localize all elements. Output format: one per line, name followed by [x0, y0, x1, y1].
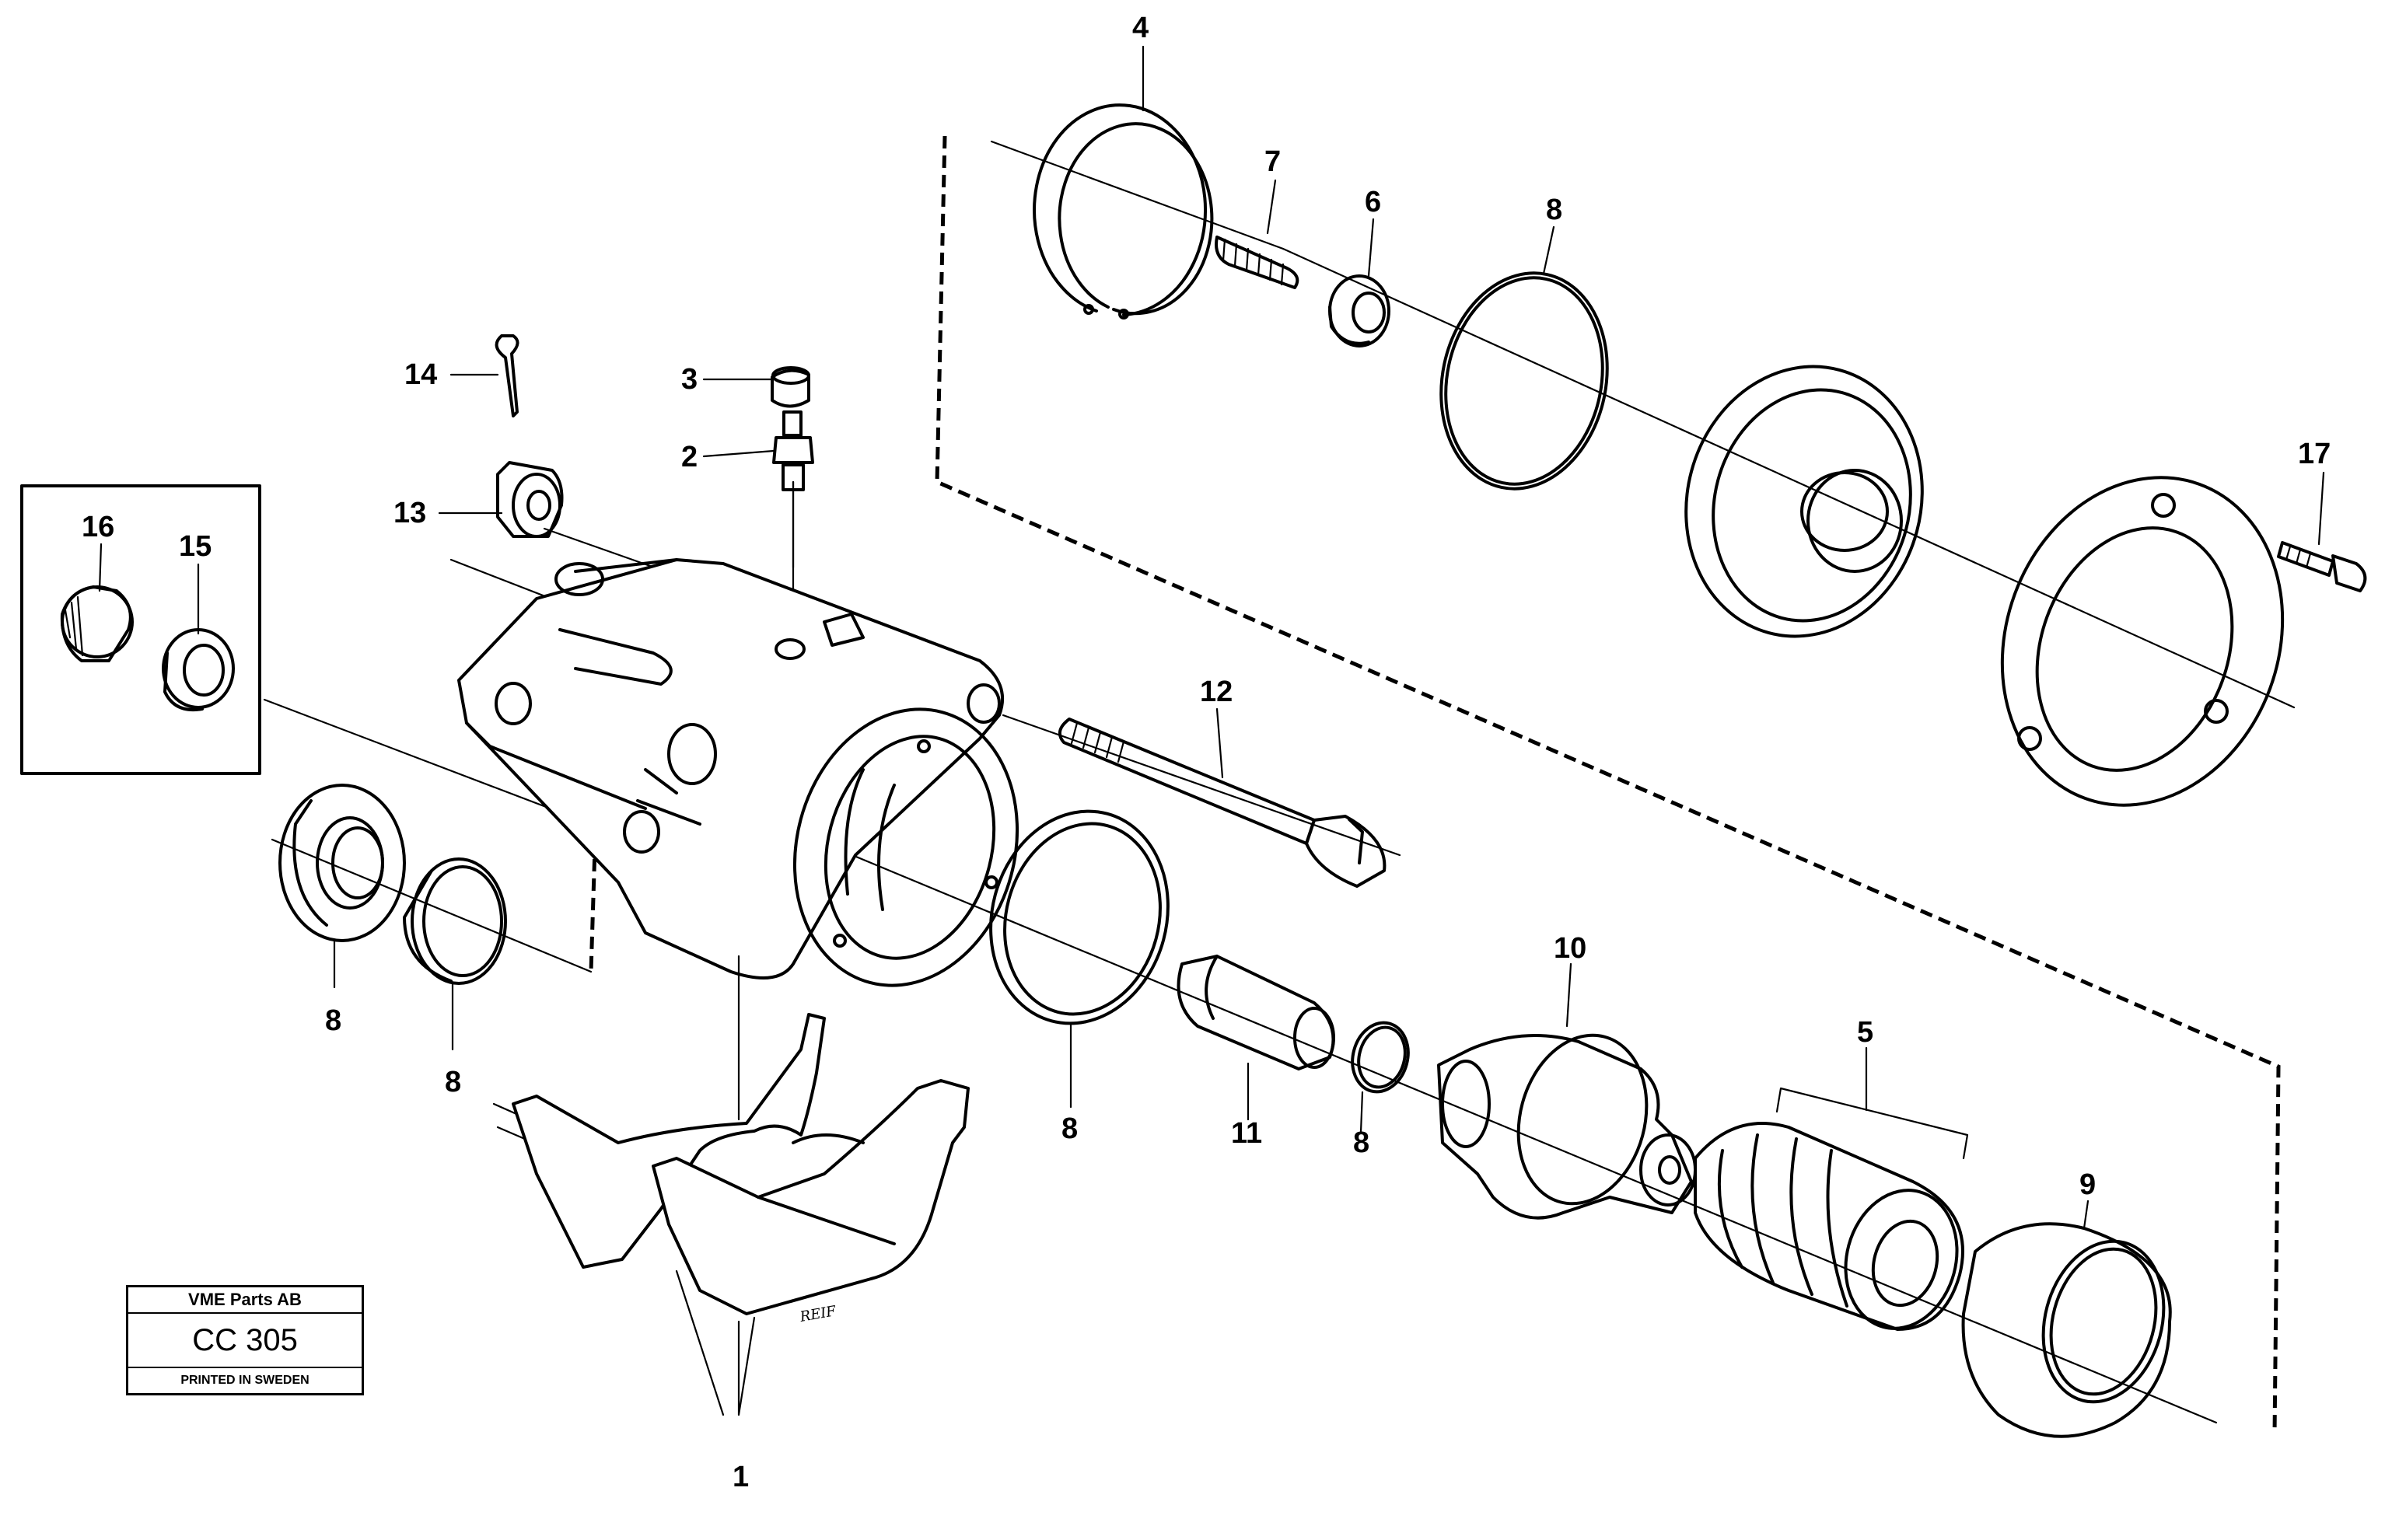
callout-16: 16 [82, 511, 114, 543]
part-9-ring [1961, 1222, 2172, 1438]
callout-17: 17 [2298, 438, 2331, 470]
part-6-nut [1328, 274, 1390, 347]
callout-8-top: 8 [1546, 194, 1562, 226]
callout-2: 2 [681, 441, 698, 473]
leader-lines [98, 45, 2325, 1416]
inset-box [20, 484, 261, 775]
handwritten-mark: REIF [798, 1303, 838, 1325]
callout-15: 15 [179, 530, 212, 563]
printed-note: PRINTED IN SWEDEN [180, 1374, 309, 1387]
part-13-castle-nut [496, 461, 564, 538]
callout-3: 3 [681, 363, 698, 396]
callout-8-left-2: 8 [445, 1066, 461, 1098]
part-4-circlip [1033, 103, 1214, 320]
callout-13: 13 [393, 497, 426, 529]
part-10-piston [1437, 1033, 1697, 1220]
group-frame-upper [935, 135, 2281, 1435]
part-8-oring-top [1439, 271, 1609, 491]
callout-7: 7 [1264, 145, 1281, 178]
part-14-cotter-pin [495, 334, 519, 417]
part-2-bleed-nipple [772, 410, 814, 491]
part-8-seal-ring-mid [989, 809, 1170, 1025]
part-12-guide-bolt [1058, 718, 1387, 888]
part-3-cap [771, 366, 810, 408]
part-1-bracket [512, 1013, 970, 1315]
callout-labels: 4 7 6 8 17 14 3 2 13 16 15 12 8 8 8 11 8… [82, 12, 2331, 1493]
drawing-code: CC 305 [128, 1314, 362, 1368]
callout-14: 14 [404, 358, 437, 391]
part-5-boot [1694, 1122, 1964, 1331]
part-8-small-seal [1351, 1021, 1410, 1094]
callout-1: 1 [733, 1461, 749, 1493]
callout-10: 10 [1554, 932, 1586, 965]
callout-8-small: 8 [1353, 1126, 1369, 1159]
callout-8-mid: 8 [1061, 1112, 1078, 1145]
callout-11: 11 [1231, 1117, 1262, 1150]
part-15-ring [162, 628, 235, 711]
part-8-bearing-left [278, 784, 406, 942]
part-8-ring-left [403, 857, 507, 985]
diaphragm-cap [1684, 365, 1924, 638]
part-1-caliper-housing [457, 558, 1019, 987]
company-name: VME Parts AB [128, 1287, 362, 1314]
part-16-cap [60, 585, 134, 662]
callout-12: 12 [1200, 676, 1233, 708]
callout-8-left: 8 [325, 1004, 341, 1037]
title-block: VME Parts AB CC 305 PRINTED IN SWEDEN [126, 1285, 364, 1395]
part-11-piston-pin [1177, 955, 1335, 1070]
callout-9: 9 [2079, 1168, 2096, 1201]
part-17-screw [2277, 541, 2367, 592]
callout-6: 6 [1365, 186, 1381, 218]
cover-plate [2000, 476, 2285, 807]
part-7-spring [1215, 236, 1299, 289]
callout-4: 4 [1132, 12, 1149, 44]
callout-5: 5 [1857, 1016, 1873, 1049]
